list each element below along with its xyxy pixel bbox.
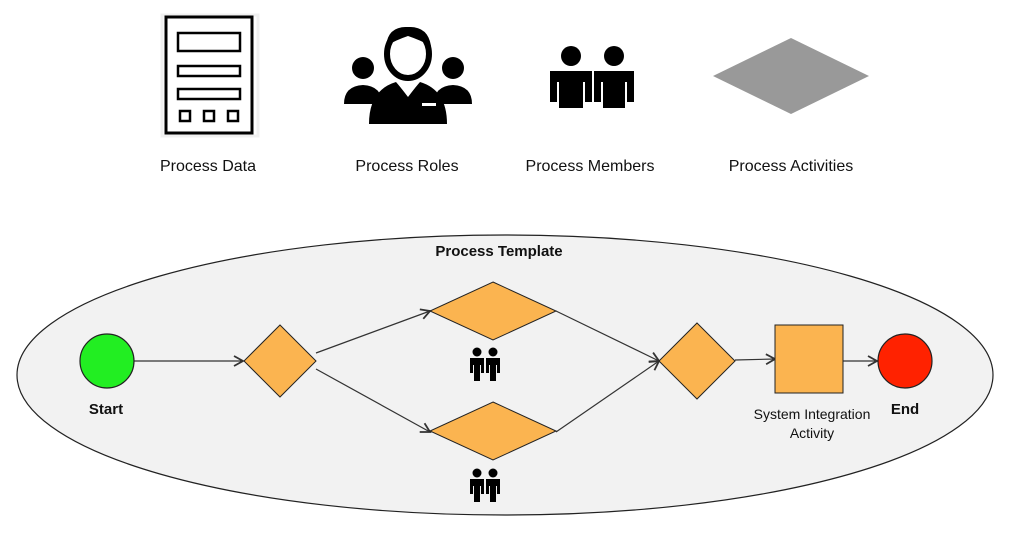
integration-label-line2: Activity xyxy=(790,425,834,441)
role-group-icon xyxy=(344,26,472,124)
edge-lower-to-merge xyxy=(555,359,661,433)
template-boundary xyxy=(16,234,994,516)
members-icon xyxy=(550,46,634,108)
split-gateway xyxy=(243,324,317,398)
system-integration-activity xyxy=(774,324,844,394)
legend-label-process-data: Process Data xyxy=(160,158,256,175)
edge-split-to-upper xyxy=(315,308,432,354)
legend-label-process-activities: Process Activities xyxy=(729,158,853,175)
end-label: End xyxy=(891,401,919,418)
activity-diamond-icon xyxy=(713,38,869,114)
legend: Process Data Process Roles Process Membe… xyxy=(160,13,869,175)
legend-label-process-roles: Process Roles xyxy=(355,158,458,175)
upper-activity xyxy=(428,281,558,341)
lower-activity xyxy=(428,401,558,461)
integration-label-line1: System Integration xyxy=(754,406,871,422)
template-title: Process Template xyxy=(435,243,562,260)
form-document-icon xyxy=(160,13,260,138)
end-node xyxy=(877,333,933,389)
start-node xyxy=(79,333,135,389)
legend-label-process-members: Process Members xyxy=(526,158,655,175)
edge-split-to-lower xyxy=(315,368,432,433)
flow-edges xyxy=(134,308,879,433)
merge-gateway xyxy=(658,322,736,400)
start-label: Start xyxy=(89,401,123,418)
process-template: Process Template Start Syst xyxy=(16,234,994,516)
edge-upper-to-merge xyxy=(555,310,661,363)
edge-merge-to-integration xyxy=(734,353,777,365)
